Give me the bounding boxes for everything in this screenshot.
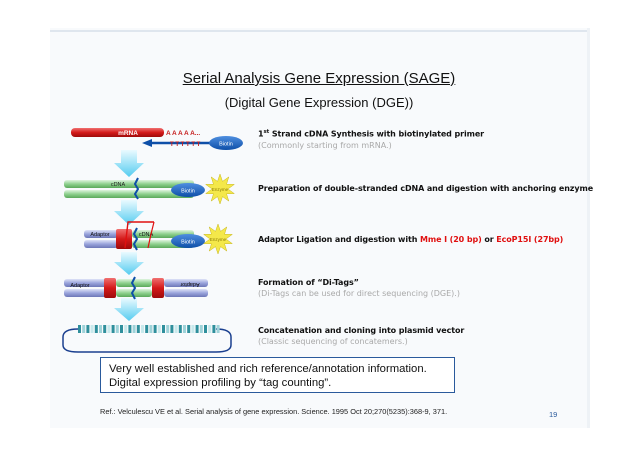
concatemer-tag — [153, 325, 157, 333]
slide-subtitle: (Digital Gene Expression (DGE)) — [224, 95, 414, 110]
step-1-subtitle: (Commonly starting from mRNA.) — [258, 140, 392, 150]
concatemer-tag — [78, 325, 81, 333]
flow-arrow-3 — [114, 252, 144, 275]
step-4-description: Formation of “Di-Tags” (Di-Tags can be u… — [258, 278, 460, 298]
concatemer-tag — [94, 325, 98, 333]
svg-text:Enzyme: Enzyme — [212, 187, 229, 192]
step-2-title: Preparation of double-stranded cDNA and … — [258, 184, 594, 193]
concatemer-tag — [145, 325, 149, 333]
flow-arrow-1 — [114, 150, 144, 177]
concatemer-tag — [120, 325, 123, 333]
svg-text:mRNA: mRNA — [118, 130, 138, 137]
ds-cdna: cDNA — [64, 177, 194, 200]
svg-text:Adaptor: Adaptor — [180, 281, 199, 287]
concatemer-tag — [132, 325, 136, 333]
concatemer-tag — [178, 325, 182, 333]
svg-text:Adaptor: Adaptor — [70, 283, 89, 289]
svg-text:Biotin: Biotin — [181, 189, 195, 195]
concatemer-tag — [187, 325, 191, 333]
mrna-strand: mRNA A A A A A... — [71, 128, 200, 137]
concatemer-tag — [111, 325, 115, 333]
concatemer-tag — [166, 325, 170, 333]
concatemer-tag — [107, 325, 111, 333]
concatemer-tag — [195, 325, 199, 333]
step-4-title: Formation of “Di-Tags” — [258, 278, 359, 287]
enzyme-mmei: Mme I (20 bp) — [419, 235, 482, 244]
slide-title: Serial Analysis Gene Expression (SAGE) — [182, 70, 456, 87]
concatemer-tag — [124, 325, 128, 333]
concatemer-tag — [157, 325, 161, 333]
svg-text:cDNA: cDNA — [139, 232, 154, 238]
biotin-label-2: Biotin — [171, 183, 205, 197]
concatemer-tag — [174, 325, 178, 333]
note-line-1: Very well established and rich reference… — [109, 363, 427, 375]
svg-text:A A A A A...: A A A A A... — [166, 130, 200, 137]
reference-citation: Ref.: Velculescu VE et al. Serial analys… — [100, 407, 448, 416]
concatemer-plasmid — [62, 325, 232, 353]
summary-note-box: Very well established and rich reference… — [100, 357, 455, 393]
svg-text:Enzyme: Enzyme — [210, 237, 227, 242]
svg-text:Adaptor: Adaptor — [90, 232, 109, 238]
svg-text:Biotin: Biotin — [181, 240, 195, 246]
svg-text:Biotin: Biotin — [219, 142, 233, 148]
concatemer-tag — [212, 325, 216, 333]
concatemer-tag — [183, 325, 186, 333]
concatemer-tag — [191, 325, 195, 333]
concatemer-tag — [136, 325, 140, 333]
flow-arrow-2 — [114, 200, 144, 225]
cdna-primer-arrow: T T T T T T — [142, 139, 212, 148]
step-5-title: Concatenation and cloning into plasmid v… — [258, 326, 465, 335]
enzyme-ecop15i: EcoP15I (27bp) — [496, 235, 564, 244]
concatemer-tag — [115, 325, 119, 333]
concatemer-tag — [162, 325, 165, 333]
concatemer-tag — [149, 325, 153, 333]
tagging-enzyme-star: Enzyme — [202, 223, 234, 255]
concatemer-tag — [199, 325, 203, 333]
concatemer-tag — [216, 325, 220, 333]
concatemer-tag — [141, 325, 144, 333]
note-line-2: Digital expression profiling by “tag cou… — [109, 377, 332, 389]
concatemer-tag — [170, 325, 174, 333]
step-3-title: Adaptor Ligation and digestion with Mme … — [258, 235, 564, 244]
concatemer-tag — [128, 325, 132, 333]
concatemer-tag — [90, 325, 94, 333]
top-divider — [50, 30, 590, 32]
step-2-description: Preparation of double-stranded cDNA and … — [258, 184, 593, 193]
step-5-description: Concatenation and cloning into plasmid v… — [258, 326, 464, 346]
concatemer-tag — [204, 325, 207, 333]
anchoring-enzyme-star: Enzyme — [204, 173, 236, 205]
concatemer-tag — [86, 325, 90, 333]
side-divider — [587, 28, 590, 428]
concatemer-tag — [99, 325, 102, 333]
step-1-description: 1st Strand cDNA Synthesis with biotinyla… — [258, 129, 484, 150]
biotin-label-3: Biotin — [171, 234, 205, 248]
svg-text:T T T T T T: T T T T T T — [170, 142, 201, 148]
page-number: 19 — [549, 410, 558, 419]
step-3-description: Adaptor Ligation and digestion with Mme … — [258, 235, 563, 244]
flow-arrow-4 — [114, 298, 144, 321]
di-tag-construct: Adaptor Adaptor — [64, 276, 208, 300]
step-1-title: 1st Strand cDNA Synthesis with biotinyla… — [258, 129, 485, 139]
svg-text:cDNA: cDNA — [111, 182, 126, 188]
step-4-subtitle: (Di-Tags can be used for direct sequenci… — [258, 289, 460, 298]
concatemer-tag — [208, 325, 212, 333]
concatemer-tag — [82, 325, 86, 333]
concatemer-tag — [103, 325, 107, 333]
biotin-label-1: Biotin — [209, 136, 243, 150]
step-5-subtitle: (Classic sequencing of concatemers.) — [258, 337, 408, 346]
